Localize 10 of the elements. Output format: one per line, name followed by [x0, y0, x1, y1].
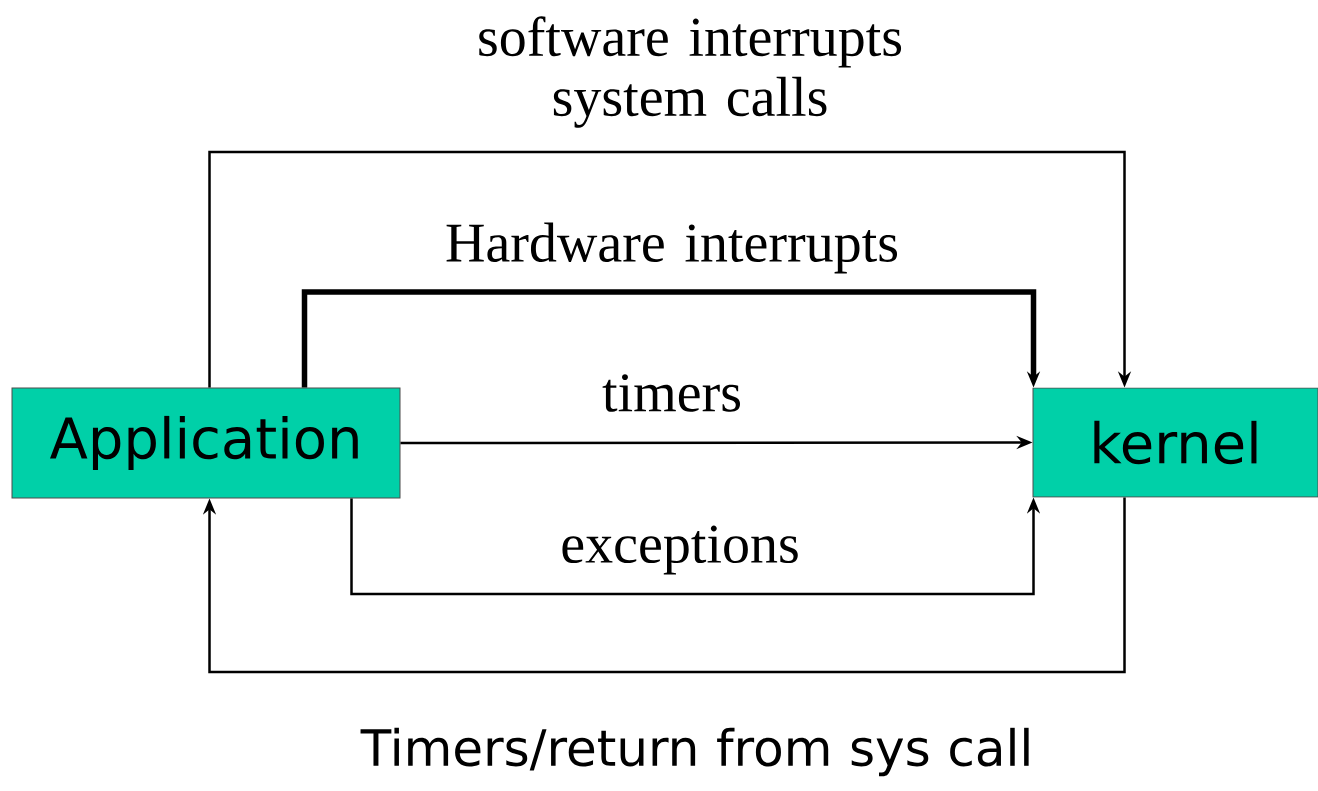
edge-label: Hardware interrupts	[446, 222, 898, 274]
process-box: Application	[11, 387, 401, 499]
edge-label: Timers/return from sys call	[360, 727, 1029, 777]
edge-label: software interrupts system calls	[479, 16, 902, 128]
edge-label: timers	[602, 374, 740, 412]
arrow	[301, 289, 1041, 388]
process-box: kernel	[1032, 387, 1318, 498]
edge-label: exceptions	[562, 525, 798, 575]
arrow	[202, 497, 1126, 674]
arrow	[208, 150, 1132, 388]
